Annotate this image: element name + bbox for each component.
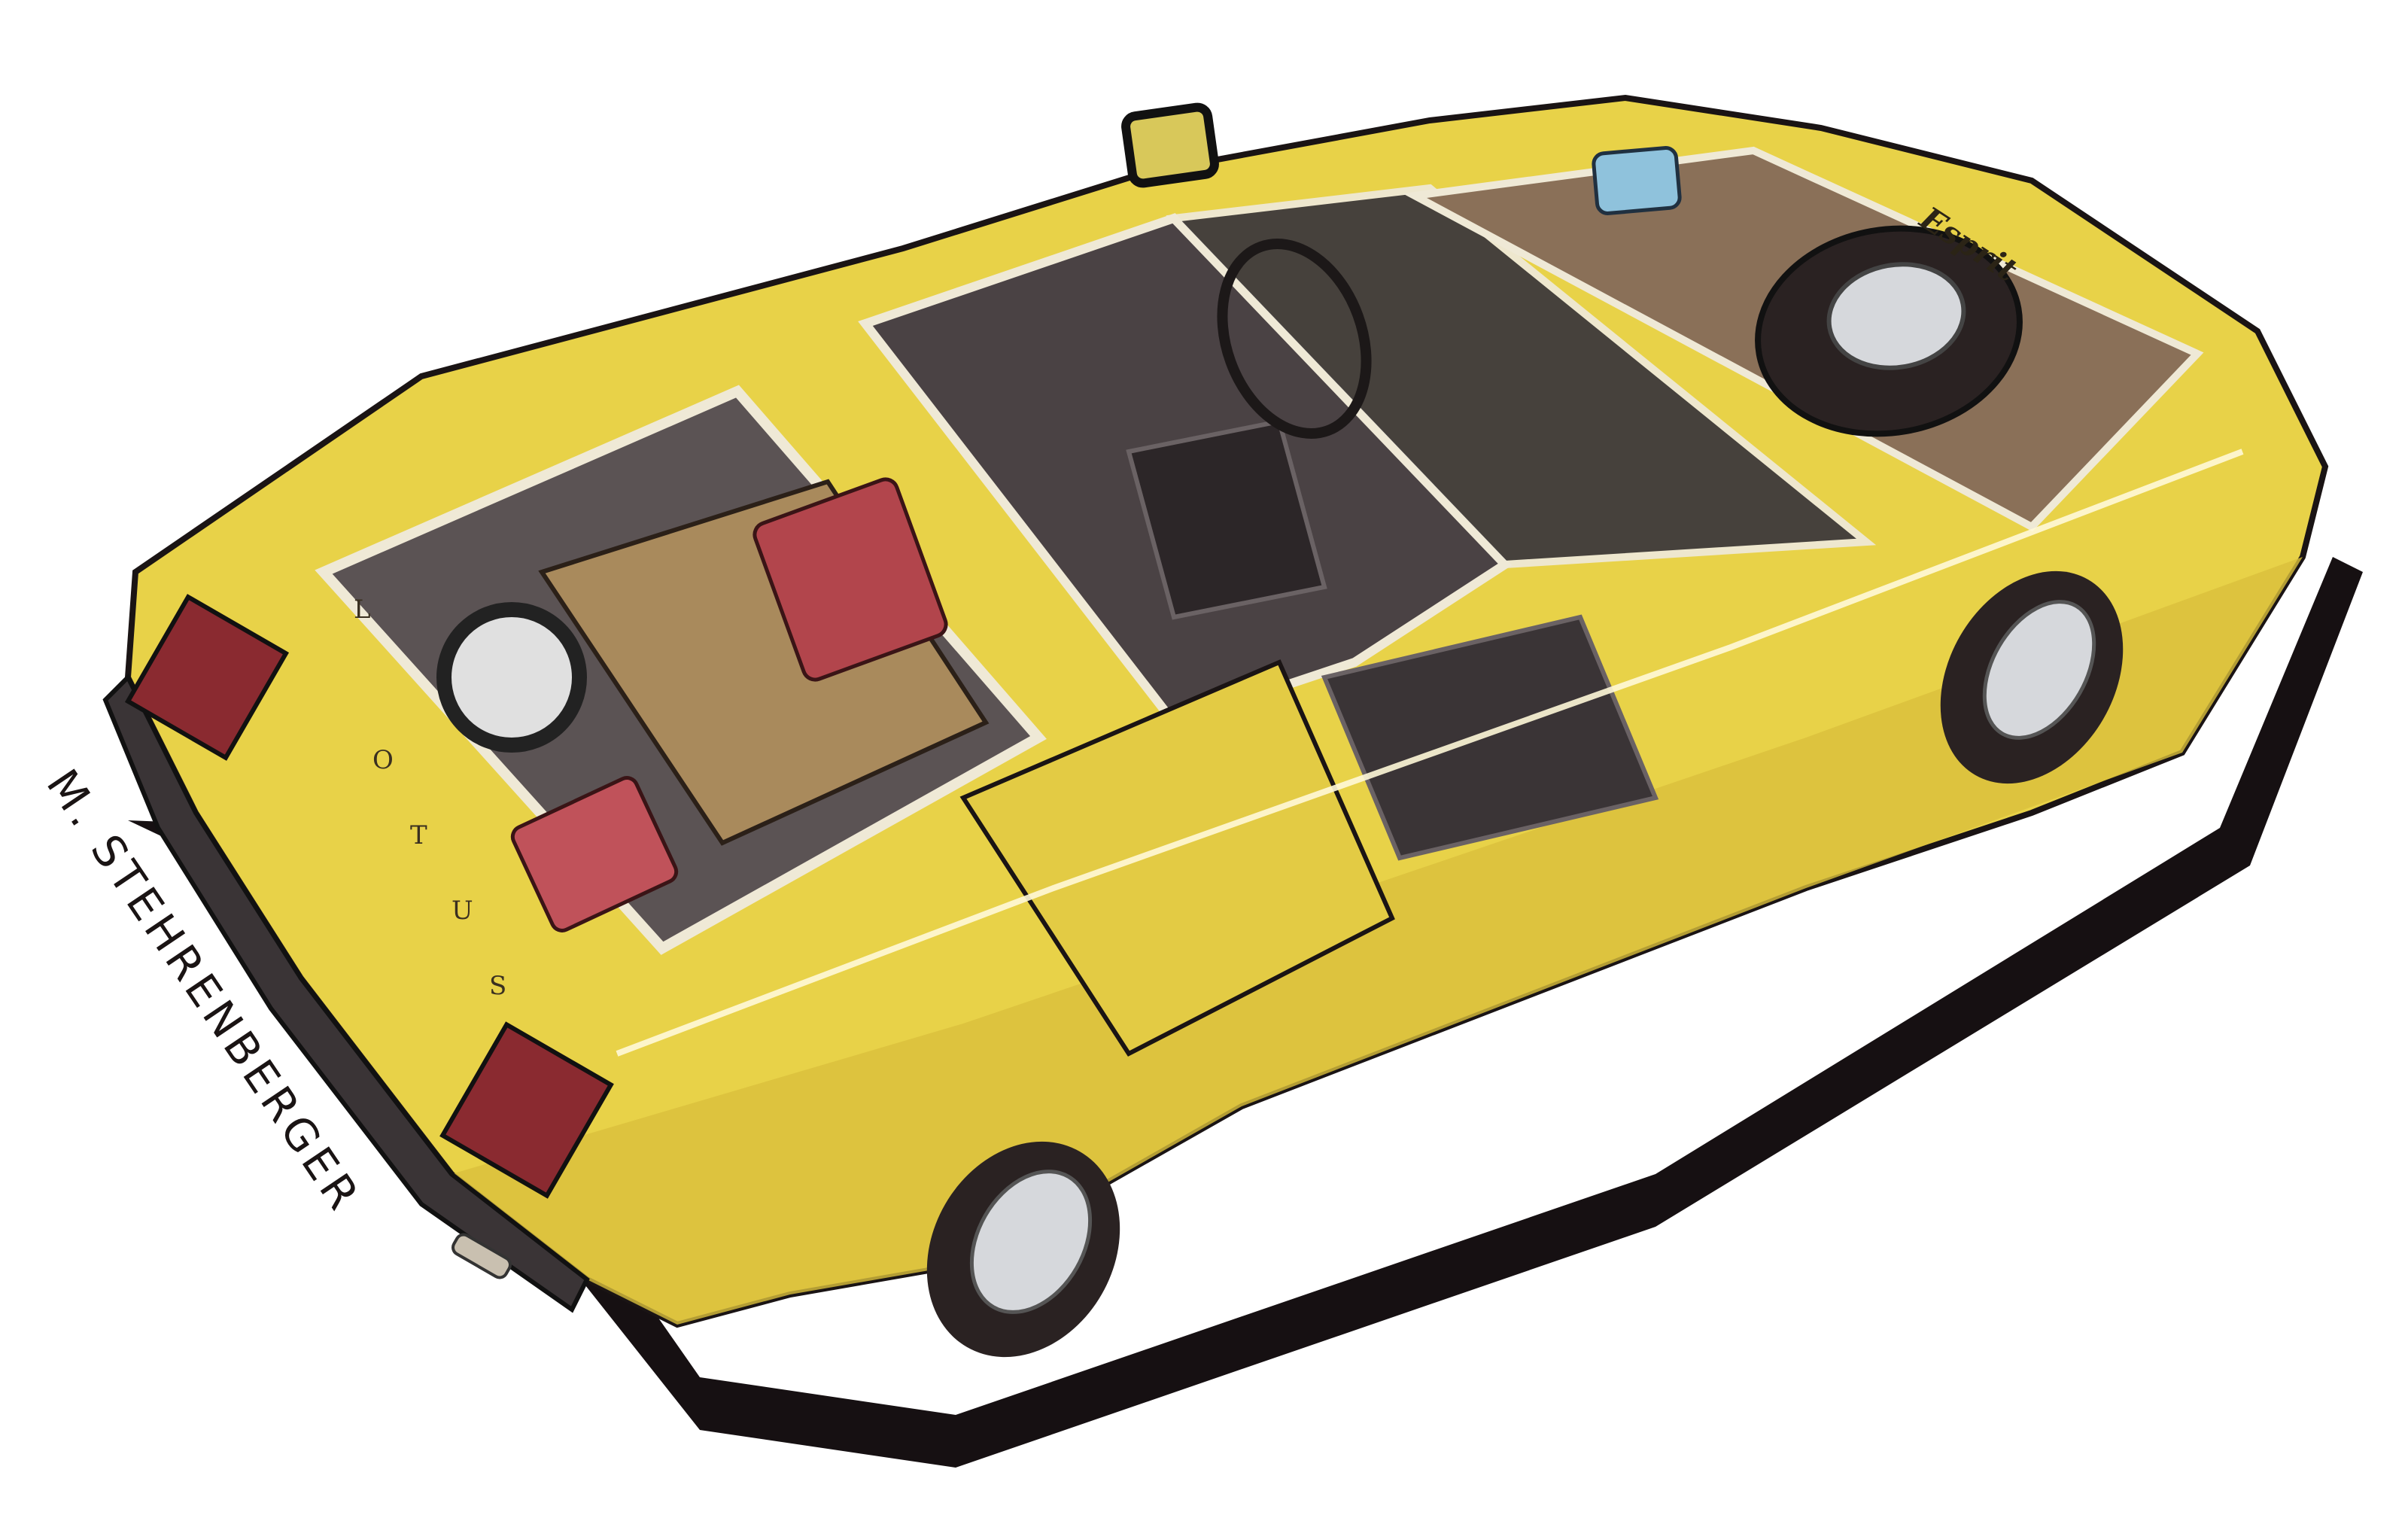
front-wheel-rim xyxy=(1982,600,2096,740)
steering-wheel xyxy=(1217,239,1372,439)
spare-wheel-rim xyxy=(1826,262,1966,370)
rear-wheel-rim xyxy=(969,1170,1093,1314)
air-intake xyxy=(510,776,679,932)
tail-light-right xyxy=(439,1021,614,1199)
bonnet-letter: U xyxy=(451,896,473,926)
body-highlight xyxy=(616,449,2244,1057)
rear-wheel-inner xyxy=(436,602,587,753)
coolant-tank xyxy=(1592,146,1682,215)
windscreen xyxy=(1166,184,1877,569)
door xyxy=(959,659,1395,1057)
seat-lower xyxy=(1321,614,1659,861)
bonnet-letter: L xyxy=(354,595,371,625)
side-mirror xyxy=(1121,102,1219,188)
bonnet-letter: T xyxy=(410,820,427,850)
seat xyxy=(1126,418,1327,620)
bonnet-letter: O xyxy=(372,745,394,775)
bonnet-letter: S xyxy=(489,971,507,1001)
engine-block xyxy=(752,477,948,682)
tail-light-left xyxy=(124,594,290,761)
exhaust-pipe xyxy=(451,1233,512,1279)
rear-bumper xyxy=(102,673,590,1313)
body-side-shade xyxy=(451,557,2303,1325)
